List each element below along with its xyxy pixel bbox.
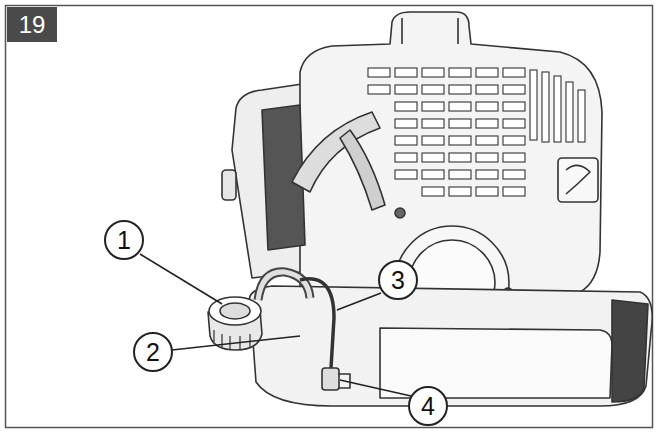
callout-number: 1	[108, 224, 140, 256]
engine-body	[208, 12, 652, 406]
callout-number: 3	[382, 264, 414, 296]
callout-number: 4	[412, 390, 444, 422]
leader-lines	[140, 254, 411, 396]
figure-number: 19	[7, 7, 57, 42]
figure-number-box	[7, 7, 57, 42]
figure-frame	[6, 6, 653, 428]
callout-circles	[105, 221, 447, 425]
cooling-grille	[368, 68, 585, 196]
callout-number: 2	[137, 336, 169, 368]
